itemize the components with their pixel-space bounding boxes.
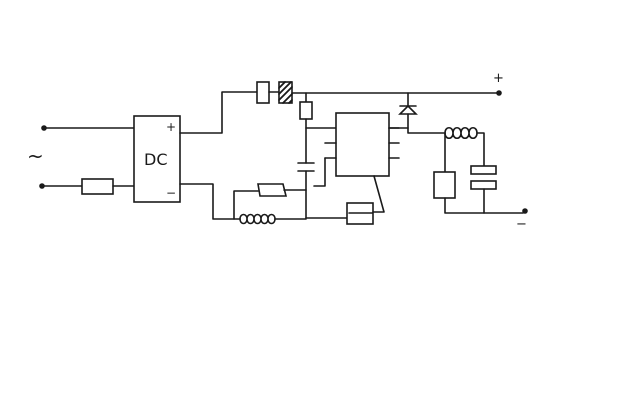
output-load-resistor bbox=[433, 171, 456, 199]
wire-dc-minus bbox=[179, 183, 241, 220]
wire-resistor-to-ic bbox=[305, 118, 337, 129]
dc-plus-mark: + bbox=[166, 120, 176, 134]
output-capacitor-top-plate bbox=[470, 165, 497, 175]
ac-symbol: ~ bbox=[27, 144, 44, 168]
switching-component bbox=[257, 183, 288, 197]
fuse-element bbox=[256, 81, 270, 104]
bias-resistor bbox=[299, 101, 313, 120]
diode-triangle bbox=[398, 104, 418, 115]
output-minus-terminal bbox=[522, 208, 528, 214]
wire-inductor-to-cap bbox=[476, 132, 485, 167]
filter-capacitor bbox=[297, 162, 315, 172]
ic-chip bbox=[335, 112, 390, 177]
output-inductor bbox=[444, 126, 478, 140]
wire-sense-to-ic bbox=[372, 175, 385, 213]
wire-to-switch-component bbox=[233, 190, 259, 220]
dc-converter-block bbox=[133, 115, 181, 203]
dc-minus-mark: − bbox=[166, 186, 176, 200]
wire-diode-to-inductor bbox=[407, 113, 446, 134]
wire-dc-plus bbox=[179, 91, 258, 134]
output-capacitor-bottom-plate bbox=[470, 180, 497, 190]
output-plus-label: + bbox=[493, 71, 504, 86]
output-plus-terminal bbox=[496, 90, 502, 96]
input-resistor bbox=[81, 178, 114, 195]
hatched-switch-element bbox=[278, 81, 293, 104]
wire-ic-pin-left bbox=[313, 157, 326, 187]
return-inductor bbox=[239, 213, 276, 225]
negative-output-rail bbox=[444, 197, 524, 214]
output-minus-label: − bbox=[516, 217, 527, 232]
dc-label: DC bbox=[144, 150, 168, 169]
